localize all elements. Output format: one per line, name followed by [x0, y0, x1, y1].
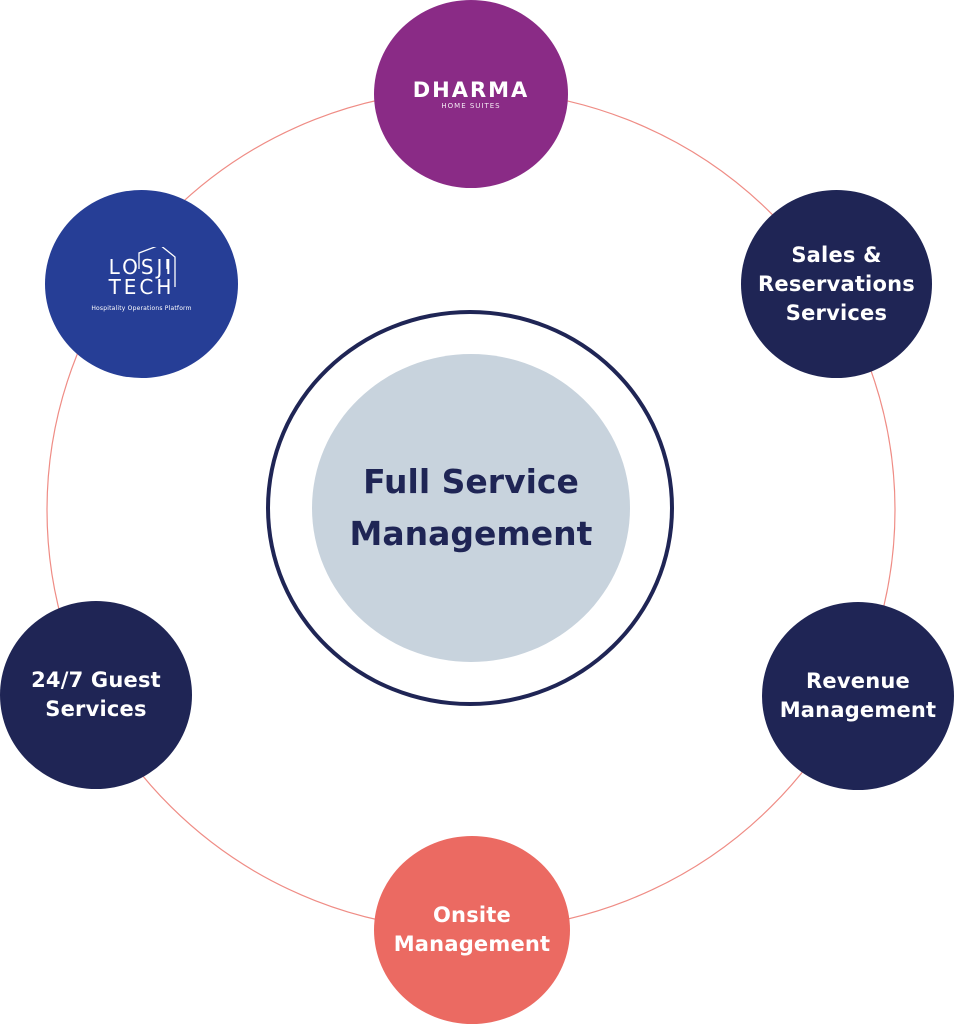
onsite-management-node: Onsite Management: [374, 836, 570, 1024]
losji-logo-line1: LOSJI: [108, 254, 175, 279]
sales-reservations-label: Sales & Reservations Services: [758, 242, 915, 325]
center-outer-ring: [266, 310, 674, 706]
dharma-logo-node: DHARMA HOME SUITES: [374, 0, 568, 188]
guest-services-label: 24/7 Guest Services: [31, 668, 161, 721]
losji-logo-subtitle: Hospitality Operations Platform: [91, 304, 192, 312]
losji-tech-logo: LOSJI TECH Hospitality Operations Platfo…: [91, 246, 192, 312]
losji-logo-line2: TECH: [108, 274, 175, 299]
revenue-management-node: Revenue Management: [762, 602, 954, 790]
guest-services-node: 24/7 Guest Services: [0, 601, 192, 789]
onsite-management-label: Onsite Management: [393, 903, 551, 956]
sales-reservations-node: Sales & Reservations Services: [741, 190, 932, 378]
dharma-logo-subtitle: HOME SUITES: [441, 101, 501, 110]
center-label: Full Service Management: [349, 462, 593, 553]
center-disc: Full Service Management: [312, 354, 630, 662]
losji-tech-logo-node: LOSJI TECH Hospitality Operations Platfo…: [45, 190, 238, 378]
revenue-management-label: Revenue Management: [779, 669, 937, 722]
house-outline-icon: [138, 246, 176, 287]
dharma-logo-word: DHARMA: [412, 77, 530, 102]
